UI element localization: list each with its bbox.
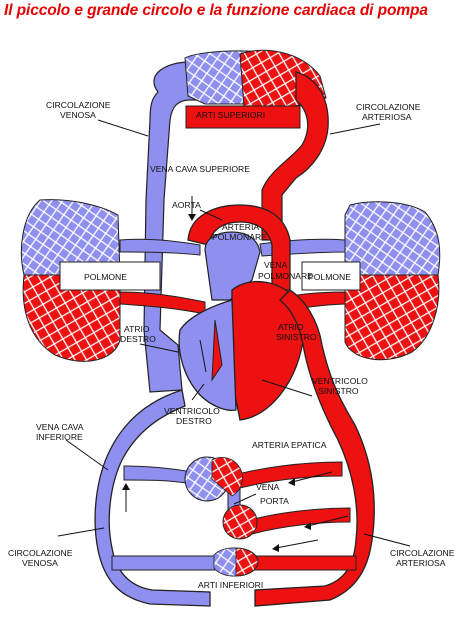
flow-arrowhead-ivc <box>122 483 130 490</box>
label-atrio-sinistro-1: ATRIO <box>278 322 304 332</box>
heart-inner-line <box>199 339 207 373</box>
inferior-vena-cava <box>94 389 211 607</box>
leader-lines <box>57 119 411 552</box>
label-atrio-destro-2: DESTRO <box>120 334 156 344</box>
right-heart <box>178 299 237 411</box>
left-lung <box>20 199 206 362</box>
label-ventricolo-sinistro-1: VENTRICOLO <box>312 376 368 386</box>
lower-limb-artery <box>247 555 357 571</box>
label-vena-cava-superiore: VENA CAVA SUPERIORE <box>150 164 250 174</box>
label-ventricolo-destro-2: DESTRO <box>176 416 212 426</box>
flow-arrowhead-lower <box>272 544 279 552</box>
flow-arrowhead-svc <box>188 214 196 221</box>
heart <box>178 204 305 421</box>
hepatic-vein <box>123 465 193 485</box>
leader-circ-venosa-bottom <box>57 527 105 537</box>
left-pulmonary-vein <box>119 291 206 315</box>
label-circ-arteriosa-bottom-1: CIRCOLAZIONE <box>390 548 455 558</box>
leader-ventricolo-destro <box>191 383 205 401</box>
upper-limb-loop <box>143 49 329 393</box>
label-aorta: AORTA <box>172 200 201 210</box>
label-arteria-polmonare-1: ARTERIA <box>222 222 259 232</box>
label-vena-porta-1: VENA <box>256 482 280 492</box>
label-arteria-epatica: ARTERIA EPATICA <box>252 440 327 450</box>
label-polmone-right: POLMONE <box>308 272 351 282</box>
leader-circ-venosa-top <box>97 119 149 137</box>
leader-vena-cava-inferiore <box>65 439 109 471</box>
liver-capillary-arterial <box>211 457 243 497</box>
flow-arrow-intestine <box>307 515 349 527</box>
label-circ-arteriosa-top-1: CIRCOLAZIONE <box>356 102 421 112</box>
flow-arrow-hepatic <box>291 471 333 483</box>
left-lung-label-box <box>59 261 161 291</box>
intestine-capillary <box>222 504 258 540</box>
heart-valve-detail <box>211 319 223 382</box>
leader-circ-arteriosa-top <box>329 123 381 135</box>
label-atrio-destro-1: ATRIO <box>124 324 150 334</box>
label-polmone-left: POLMONE <box>84 272 127 282</box>
upper-artery-band <box>185 105 301 129</box>
left-pulmonary-artery <box>119 238 201 256</box>
flow-arrowhead-intestine <box>304 522 311 530</box>
label-vena-porta-2: PORTA <box>260 496 289 506</box>
label-arti-superiori: ARTI SUPERIORI <box>196 110 265 120</box>
leader-circ-arteriosa-bottom <box>363 533 411 547</box>
label-arteria-polmonare-2: POLMONARE <box>212 232 267 242</box>
label-circ-arteriosa-bottom-2: ARTERIOSA <box>396 558 446 568</box>
superior-vena-cava <box>143 61 211 393</box>
label-circ-venosa-top-2: VENOSA <box>60 110 96 120</box>
leader-vena-porta <box>233 493 257 505</box>
label-atrio-sinistro-2: SINISTRO <box>276 332 317 342</box>
lower-limb-vein <box>111 555 221 571</box>
label-vena-cava-inferiore-1: VENA CAVA <box>36 422 84 432</box>
hepatic-artery <box>229 461 343 491</box>
flow-arrow-lower <box>275 539 319 549</box>
label-ventricolo-destro-1: VENTRICOLO <box>164 406 220 416</box>
label-vena-polmonare-2: POLMONARE <box>258 271 313 281</box>
flow-arrowhead-hepatic <box>288 478 295 486</box>
leader-aorta <box>199 209 223 221</box>
leader-atrio-destro <box>139 343 179 353</box>
left-heart <box>231 280 305 421</box>
leader-ventricolo-sinistro <box>261 379 313 397</box>
label-circ-venosa-bottom-1: CIRCOLAZIONE <box>8 548 73 558</box>
labels: CIRCOLAZIONE VENOSA ARTI SUPERIORI CIRCO… <box>8 100 455 590</box>
right-lung-label-box <box>301 261 361 291</box>
descending-aorta <box>254 289 375 607</box>
lower-capillary-beds <box>184 456 259 577</box>
lower-limb-capillary-venous <box>213 547 237 577</box>
label-arti-inferiori: ARTI INFERIORI <box>198 580 263 590</box>
intestinal-artery <box>249 507 351 535</box>
right-lung-arterial-bed <box>344 274 440 361</box>
label-vena-polmonare-1: VENA <box>264 260 288 270</box>
right-lung-venous-bed <box>344 201 441 276</box>
left-lung-arterial-bed <box>22 274 121 362</box>
label-circ-arteriosa-top-2: ARTERIOSA <box>362 112 412 122</box>
diagram-title: Il piccolo e grande circolo e la funzion… <box>4 2 428 19</box>
label-circ-venosa-top-1: CIRCOLAZIONE <box>46 100 111 110</box>
label-vena-cava-inferiore-2: INFERIORE <box>36 432 83 442</box>
label-ventricolo-sinistro-2: SINISTRO <box>318 386 359 396</box>
label-circ-venosa-bottom-2: VENOSA <box>22 558 58 568</box>
